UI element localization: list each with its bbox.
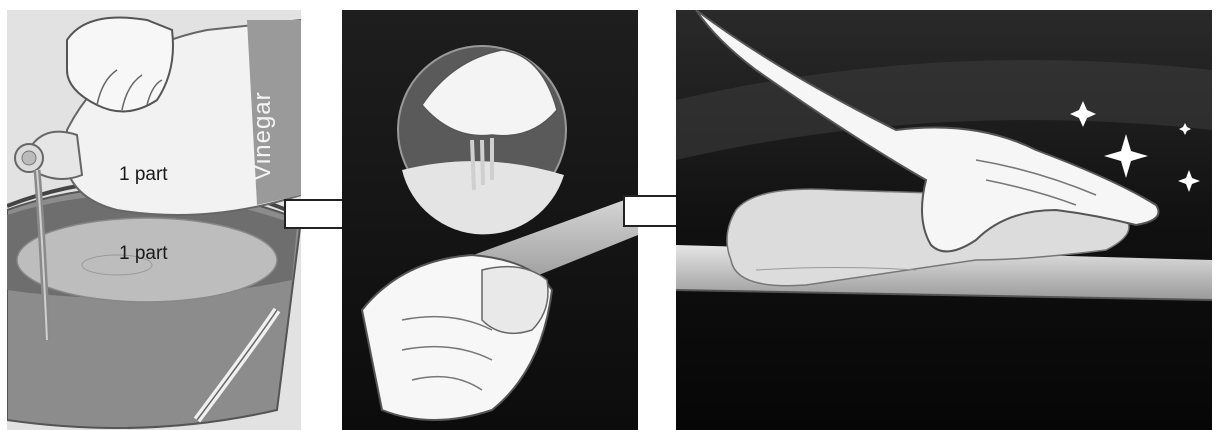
step-1-panel: Vinegar 1 part 1 part xyxy=(7,10,301,430)
vinegar-ratio-label: 1 part xyxy=(119,164,168,185)
wipe-door-illustration xyxy=(676,10,1212,430)
wring-cloth-illustration xyxy=(342,10,638,430)
sparkle-icon xyxy=(1104,134,1148,178)
pour-vinegar-illustration xyxy=(7,10,301,430)
step-2-panel xyxy=(342,10,638,430)
step-3-panel xyxy=(676,10,1212,430)
sparkle-icon xyxy=(1070,101,1096,127)
sparkle-icon xyxy=(1179,123,1191,135)
bottle-label: Vinegar xyxy=(249,91,276,181)
water-ratio-label: 1 part xyxy=(119,243,168,264)
sparkle-icon xyxy=(1178,170,1200,192)
